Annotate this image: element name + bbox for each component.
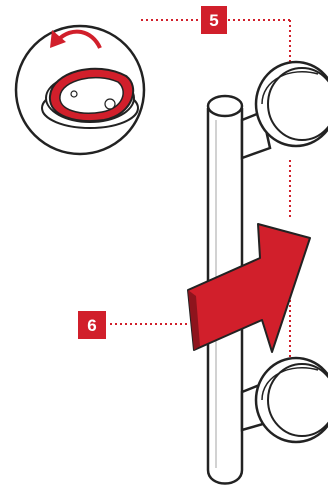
curved-arrow-icon [50,30,66,48]
handle-bar-top [206,94,244,118]
screw-hole-left [70,90,78,98]
push-arrow-shadow [188,290,200,350]
lower-rosette-edge [261,366,319,401]
leader-lines [110,19,291,365]
push-arrow-shape [187,223,311,353]
inset-detail [14,24,146,156]
lower-rosette-inner [267,363,328,437]
lower-standoff [240,356,328,444]
screw-hole-right [104,98,116,110]
push-arrow-icon [187,223,311,353]
upper-standoff [240,60,328,160]
step-6-badge: 6 [78,311,106,339]
rotation-arrow-curve [56,29,102,49]
step-5-badge: 5 [201,6,227,34]
upper-rosette-edge [261,70,319,105]
upper-rosette-inner [267,67,328,141]
